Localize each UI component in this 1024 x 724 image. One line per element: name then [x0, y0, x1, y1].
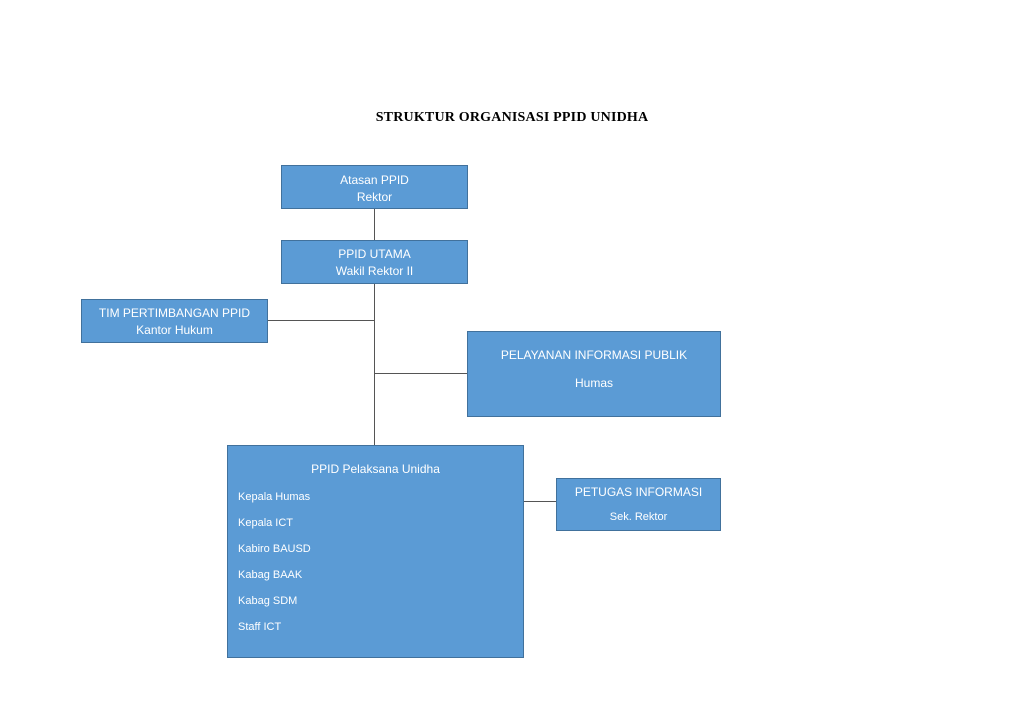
box-tim-pertimbangan: TIM PERTIMBANGAN PPID Kantor Hukum: [81, 299, 268, 343]
box-tim-subtitle: Kantor Hukum: [136, 323, 213, 337]
box-pelayanan-informasi: PELAYANAN INFORMASI PUBLIK Humas: [467, 331, 721, 417]
pelaksana-member: Kabiro BAUSD: [238, 543, 311, 555]
pelaksana-member: Kepala ICT: [238, 517, 294, 529]
pelaksana-member: Kabag BAAK: [238, 569, 303, 581]
box-utama-title: PPID UTAMA: [338, 247, 411, 261]
box-tim-title: TIM PERTIMBANGAN PPID: [98, 306, 251, 320]
pelaksana-member-list: Kepala Humas Kepala ICT Kabiro BAUSD Kab…: [238, 489, 311, 645]
box-pelayanan-subtitle: Humas: [574, 376, 613, 390]
pelaksana-member: Staff ICT: [238, 621, 282, 633]
box-pelaksana-title: PPID Pelaksana Unidha: [311, 462, 440, 476]
box-utama-subtitle: Wakil Rektor II: [335, 264, 414, 278]
box-petugas-subtitle: Sek. Rektor: [609, 511, 668, 523]
pelaksana-member: Kabag SDM: [238, 595, 298, 607]
box-ppid-pelaksana: PPID Pelaksana Unidha Kepala Humas Kepal…: [227, 445, 524, 658]
page-title: STRUKTUR ORGANISASI PPID UNIDHA: [375, 110, 649, 125]
box-atasan-title: Atasan PPID: [340, 173, 409, 187]
box-pelayanan-title: PELAYANAN INFORMASI PUBLIK: [500, 348, 688, 362]
box-atasan-ppid: Atasan PPID Rektor: [281, 165, 468, 209]
box-petugas-title: PETUGAS INFORMASI: [574, 485, 703, 499]
box-petugas-informasi: PETUGAS INFORMASI Sek. Rektor: [556, 478, 721, 531]
box-ppid-utama: PPID UTAMA Wakil Rektor II: [281, 240, 468, 284]
pelaksana-member: Kepala Humas: [238, 491, 311, 503]
box-atasan-subtitle: Rektor: [356, 190, 393, 204]
